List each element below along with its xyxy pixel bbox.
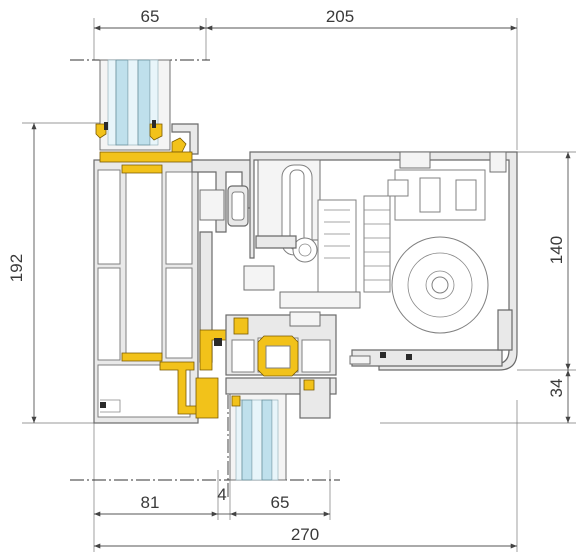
dim-bottom-a: 81: [141, 493, 160, 512]
dim-bottom-b: 4: [217, 485, 226, 504]
dimension-lines: [22, 18, 576, 552]
upper-glass-unit: [95, 59, 199, 155]
dim-bottom-c: 65: [271, 493, 290, 512]
lower-glass-unit: [229, 393, 287, 481]
dim-right-lower: 34: [547, 379, 566, 398]
dim-left-height: 192: [7, 254, 26, 282]
dim-right-upper: 140: [547, 236, 566, 264]
bottom-profiles: [349, 352, 412, 365]
dim-top-right: 205: [326, 7, 354, 26]
dim-top-left: 65: [141, 7, 160, 26]
roller-box: [243, 151, 518, 371]
left-frame-profile: [93, 151, 203, 424]
dim-bottom-total: 270: [291, 525, 319, 544]
